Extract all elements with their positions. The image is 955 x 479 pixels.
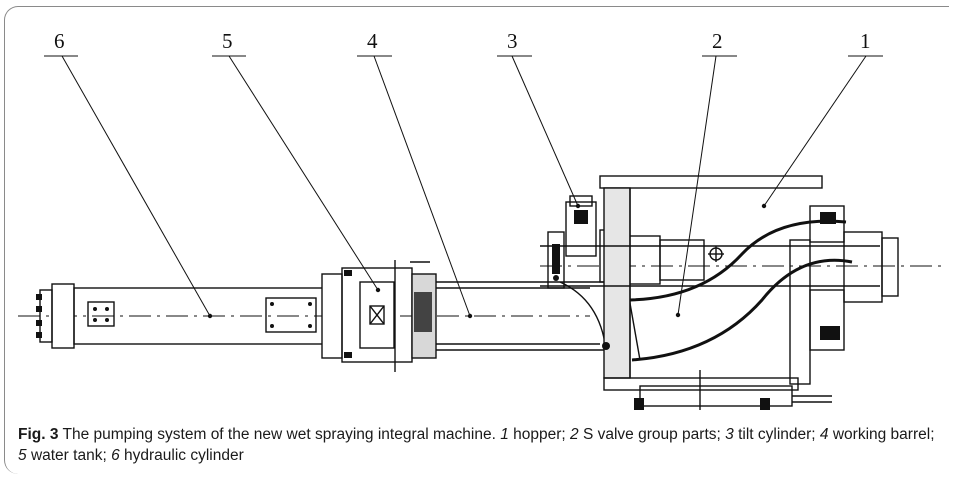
hydraulic-cylinder — [36, 283, 325, 349]
callout-6: 6 — [54, 29, 65, 53]
callout-1: 1 — [860, 29, 871, 53]
figure-frame — [4, 6, 949, 474]
caption-item-text: water tank; — [30, 447, 107, 464]
caption-item-number: 3 — [725, 426, 734, 443]
caption-item-number: 2 — [570, 426, 579, 443]
caption-item-text: tilt cylinder; — [738, 426, 816, 443]
callout-5: 5 — [222, 29, 233, 53]
caption-item-text: hydraulic cylinder — [124, 447, 244, 464]
tilt-cylinder — [547, 195, 611, 289]
caption-intro: The pumping system of the new wet sprayi… — [62, 426, 496, 443]
delivery-pipe — [540, 245, 880, 287]
callout-4: 4 — [367, 29, 378, 53]
caption-item-number: 6 — [111, 447, 120, 464]
figure-caption: Fig. 3 The pumping system of the new wet… — [18, 424, 938, 466]
caption-item-number: 1 — [500, 426, 509, 443]
caption-item-number: 4 — [819, 426, 829, 443]
caption-figure-label: Fig. 3 — [18, 426, 59, 443]
caption-item-text: S valve group parts; — [582, 426, 721, 443]
water-tank — [321, 260, 437, 372]
caption-item-text: hopper; — [513, 426, 566, 443]
caption-item-number: 5 — [18, 447, 27, 464]
callout-3: 3 — [507, 29, 518, 53]
s-valve-group — [611, 219, 853, 362]
caption-item-text: working barrel; — [832, 426, 935, 443]
reference-dots — [207, 203, 767, 319]
hopper — [599, 175, 899, 410]
center-line — [14, 266, 945, 316]
leader-lines — [44, 55, 883, 317]
callout-2: 2 — [712, 29, 723, 53]
